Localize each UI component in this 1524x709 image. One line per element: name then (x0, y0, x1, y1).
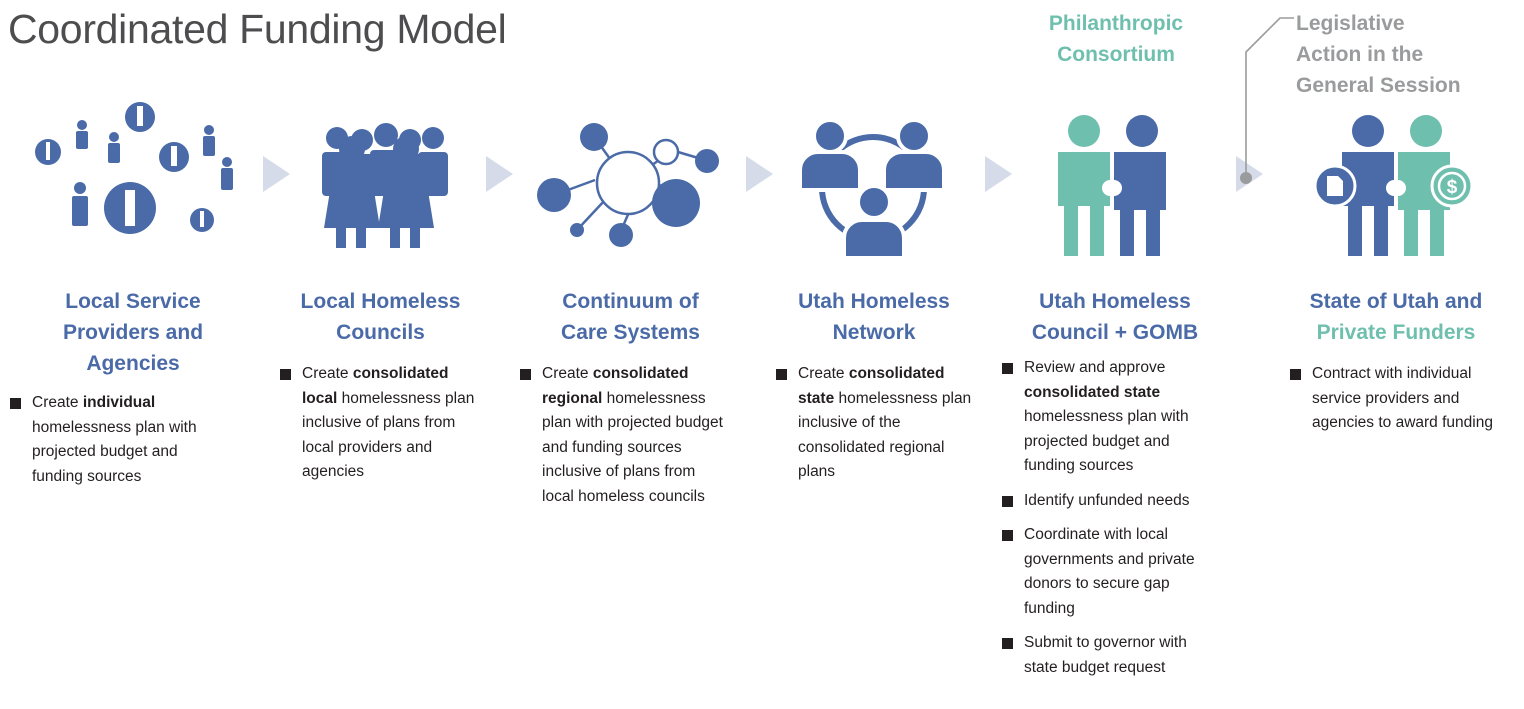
column-items: Create consolidated regional homelessnes… (518, 362, 728, 509)
people-network-icon (35, 102, 233, 234)
column-heading: State of Utah and Private Funders (1278, 286, 1514, 348)
heading-line: Utah Homeless (1039, 290, 1191, 313)
heading-line: Providers and (62, 321, 204, 344)
group-people-icon (322, 123, 448, 248)
bullet-item: Create consolidated state homelessness p… (774, 362, 974, 485)
arrow-3-icon (746, 156, 773, 192)
heading-line: Councils (336, 321, 425, 344)
legislative-line-2: Action in the (1296, 43, 1424, 66)
bullet-item: Create consolidated local homelessness p… (278, 362, 478, 485)
column-state-and-private-funders: State of Utah and Private Funders Contra… (1278, 286, 1514, 446)
column-heading: Local Service Providers and Agencies (28, 286, 238, 379)
column-utah-homeless-council-gomb: Utah Homeless Council + GOMB Review and … (1000, 286, 1230, 690)
legislative-action-label: Legislative Action in the General Sessio… (1296, 8, 1496, 101)
column-items: Contract with individual service provide… (1288, 362, 1503, 436)
legislative-line-1: Legislative (1296, 12, 1405, 35)
circle-network-icon (798, 118, 946, 260)
bullet-item: Coordinate with local governments and pr… (1000, 523, 1210, 621)
bullet-item: Identify unfunded needs (1000, 489, 1210, 514)
node-network-icon (537, 123, 719, 247)
column-heading: Continuum of Care Systems (518, 286, 743, 348)
column-continuum-of-care: Continuum of Care Systems Create consoli… (518, 286, 743, 519)
column-heading: Utah Homeless Network (774, 286, 974, 348)
column-heading: Local Homeless Councils (278, 286, 483, 348)
heading-line: Continuum of (562, 290, 699, 313)
column-heading: Utah Homeless Council + GOMB (1000, 286, 1230, 348)
bullet-item: Create individual homelessness plan with… (8, 391, 198, 489)
legislative-line-3: General Session (1296, 74, 1461, 97)
heading-line: Utah Homeless (798, 290, 950, 313)
heading-line: Council + GOMB (1031, 321, 1199, 344)
bullet-item: Submit to governor with state budget req… (1000, 631, 1210, 680)
heading-line-green: Private Funders (1316, 321, 1476, 344)
column-items: Create individual homelessness plan with… (8, 391, 198, 489)
funders-icon: $ (1313, 115, 1474, 256)
heading-line: State of Utah and (1309, 290, 1483, 313)
heading-line: Agencies (86, 352, 180, 375)
philanthropic-line-1: Philanthropic (1048, 12, 1184, 35)
puzzle-partners-icon (1058, 115, 1166, 256)
column-items: Create consolidated local homelessness p… (278, 362, 478, 485)
column-utah-homeless-network: Utah Homeless Network Create consolidate… (774, 286, 974, 495)
bullet-item: Contract with individual service provide… (1288, 362, 1503, 436)
legislative-connector (1240, 17, 1294, 184)
arrow-1-icon (263, 156, 290, 192)
svg-text:$: $ (1447, 177, 1458, 198)
bullet-item: Create consolidated regional homelessnes… (518, 362, 728, 509)
heading-line: Local Service (65, 290, 201, 313)
column-local-homeless-councils: Local Homeless Councils Create consolida… (278, 286, 483, 495)
heading-line: Care Systems (561, 321, 700, 344)
column-local-service-providers: Local Service Providers and Agencies Cre… (10, 286, 238, 499)
heading-line: Network (832, 321, 916, 344)
heading-line: Local Homeless (300, 290, 461, 313)
philanthropic-consortium-label: Philanthropic Consortium (1028, 8, 1204, 70)
page-title: Coordinated Funding Model (8, 6, 507, 52)
column-items: Create consolidated state homelessness p… (774, 362, 974, 485)
arrow-2-icon (486, 156, 513, 192)
bullet-item: Review and approve consolidated state ho… (1000, 356, 1210, 479)
column-items: Review and approve consolidated state ho… (1000, 356, 1210, 680)
philanthropic-line-2: Consortium (1057, 43, 1175, 66)
arrow-4-icon (985, 156, 1012, 192)
